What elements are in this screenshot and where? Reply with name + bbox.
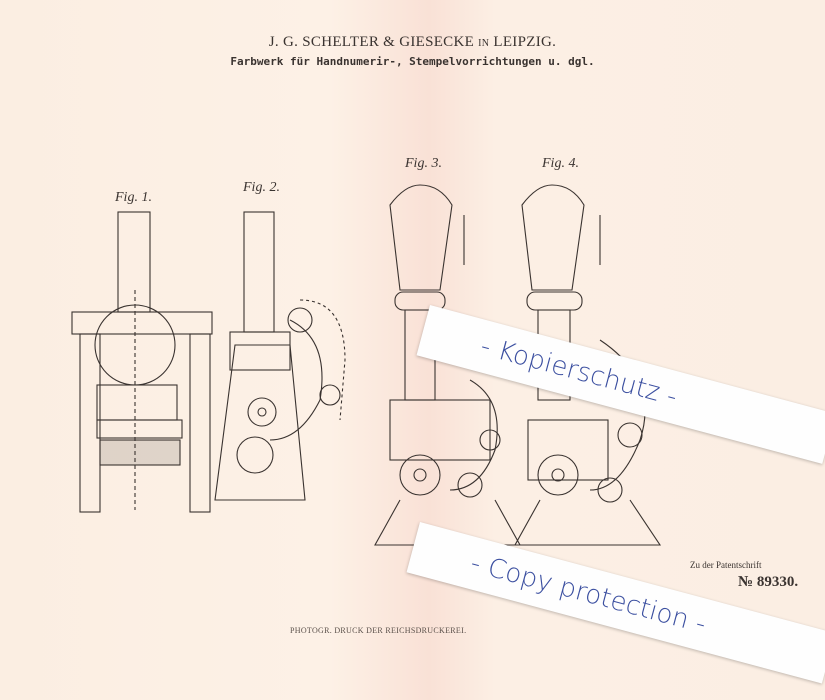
fig-4-label: Fig. 4. (542, 156, 579, 171)
figure-1-drawing (71, 211, 213, 513)
figure-2-drawing (214, 211, 346, 501)
fig-1-label: Fig. 1. (115, 190, 152, 205)
figure-3-drawing (374, 184, 521, 546)
patent-reference-label: Zu der Patentschrift (690, 560, 762, 570)
patent-title: J. G. SCHELTER & GIESECKE IN LEIPZIG. (268, 34, 557, 50)
printer-credit: PHOTOGR. DRUCK DER REICHSDRUCKEREI. (290, 626, 467, 635)
fig-3-label: Fig. 3. (405, 156, 442, 171)
patent-subtitle: Farbwerk für Handnumerir-, Stempelvorric… (230, 55, 595, 68)
fig-2-label: Fig. 2. (243, 180, 280, 195)
patent-number: № 89330. (738, 574, 799, 590)
